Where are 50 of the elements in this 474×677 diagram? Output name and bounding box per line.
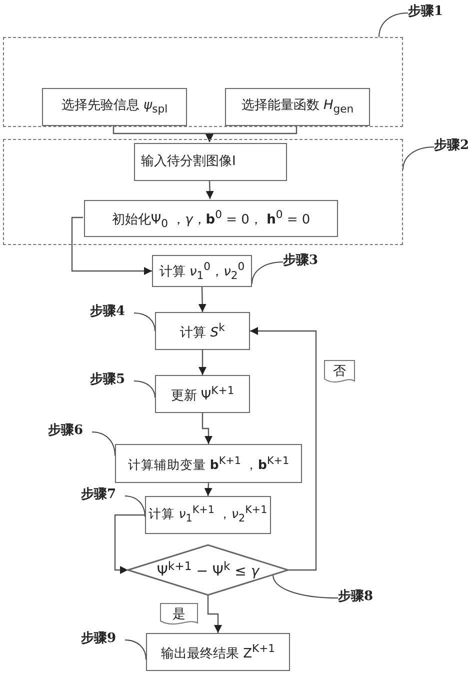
step-text: 选择能量函数 H$_{gen}$	[241, 98, 354, 116]
arrow	[202, 413, 212, 444]
process-box	[115, 444, 302, 483]
step-text: 计算辅助变量 b$^{K+1}$ ，b$^{K+1}$	[128, 454, 290, 472]
step-label: 步骤7	[81, 487, 116, 503]
step-label: 步骤1	[408, 4, 444, 20]
step-label: 步骤6	[48, 423, 84, 439]
process-box	[42, 88, 187, 126]
arrow	[207, 595, 222, 633]
condition-text: Ψ$^{k+1}$ − Ψ$^{k}$ ≤ γ	[156, 559, 260, 581]
step-text: 计算 S$^{k}$	[180, 321, 225, 341]
dashed-group-frame	[3, 37, 403, 127]
arrow	[206, 125, 298, 142]
step-label: 步骤8	[338, 589, 374, 605]
process-box	[155, 312, 250, 350]
process-box	[146, 633, 290, 671]
step-text: 输出最终结果 Z$^{K+1}$	[160, 642, 276, 662]
step-label: 步骤4	[90, 304, 126, 320]
arrow	[250, 327, 317, 571]
branch-label: 否	[333, 364, 346, 380]
leader-line	[124, 640, 146, 660]
step-label: 步骤9	[81, 631, 116, 647]
process-box	[84, 200, 338, 237]
step-text: 更新 Ψ$^{K+1}$	[170, 384, 234, 404]
step-label: 步骤3	[283, 253, 318, 269]
dashed-group-frame	[3, 139, 403, 245]
arrow	[206, 180, 214, 200]
process-box	[145, 496, 271, 534]
leader-line	[272, 574, 338, 598]
arrow	[198, 286, 206, 312]
process-box	[152, 255, 252, 287]
step-text: 输入待分割图像I	[141, 154, 236, 170]
leader-line	[92, 432, 116, 456]
leader-line	[134, 312, 156, 332]
process-box	[225, 88, 370, 126]
step-label: 步骤2	[434, 138, 470, 154]
arrow	[204, 482, 212, 496]
leader-line	[134, 380, 156, 398]
arrow	[71, 216, 152, 275]
step-text: 选择先验信息 ψ$_{spl}$	[61, 98, 168, 116]
arrow	[198, 350, 206, 375]
leader-line	[378, 12, 408, 38]
leader-line	[124, 496, 146, 518]
step-text: 初始化Ψ$_{0}$ ，γ，b$^{0}$ = 0， h$^{0}$ = 0	[112, 208, 310, 230]
arrow	[114, 514, 145, 574]
branch-label: 是	[172, 606, 186, 622]
step-label: 步骤5	[90, 372, 126, 388]
process-box	[134, 143, 287, 181]
leader-line	[402, 146, 434, 170]
process-box	[155, 375, 250, 413]
